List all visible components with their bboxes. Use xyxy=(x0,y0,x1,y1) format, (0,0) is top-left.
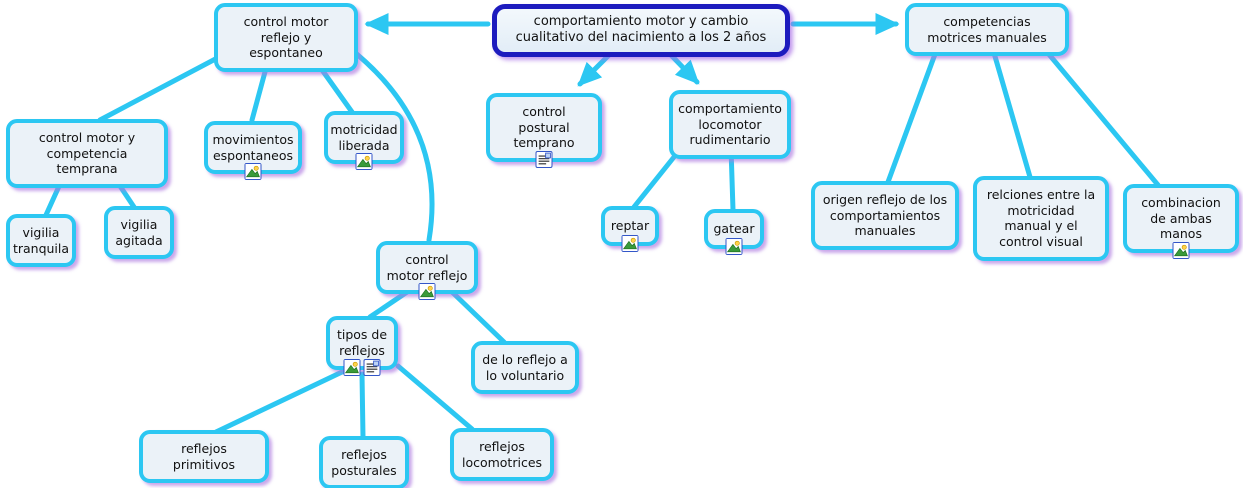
concept-node-root[interactable]: comportamiento motor y cambio cualitativ… xyxy=(492,4,790,57)
concept-node-control-motor-reflejo-espontaneo[interactable]: control motor reflejo y espontaneo xyxy=(214,3,358,72)
node-label: reflejos primitivos xyxy=(172,441,236,472)
node-label: tipos de reflejos xyxy=(336,327,388,358)
resource-icons xyxy=(355,153,373,171)
node-label: control motor reflejo y espontaneo xyxy=(243,14,329,61)
concept-node-de-lo-reflejo-a-lo-voluntario[interactable]: de lo reflejo a lo voluntario xyxy=(471,341,579,395)
concept-node-vigilia-agitada[interactable]: vigilia agitada xyxy=(104,206,174,260)
node-label: comportamiento locomotor rudimentario xyxy=(678,101,782,148)
node-label: de lo reflejo a lo voluntario xyxy=(482,352,568,383)
concept-node-motricidad-liberada[interactable]: motricidad liberada xyxy=(324,111,404,171)
concept-node-control-postural-temprano[interactable]: control postural temprano xyxy=(486,93,602,168)
node-label: comportamiento motor y cambio cualitativ… xyxy=(515,14,767,46)
node-label: reptar xyxy=(610,218,650,234)
image-resource-icon[interactable] xyxy=(1172,241,1190,259)
concept-node-competencias-motrices-manuales[interactable]: competencias motrices manuales xyxy=(905,3,1069,57)
concept-node-control-motor-reflejo[interactable]: control motor reflejo xyxy=(376,241,478,301)
concept-node-tipos-de-reflejos[interactable]: tipos de reflejos xyxy=(326,316,398,376)
concept-node-control-motor-competencia-temprana[interactable]: control motor y competencia temprana xyxy=(6,119,168,188)
node-label: reflejos posturales xyxy=(331,447,397,478)
node-label: vigilia agitada xyxy=(115,217,163,248)
concept-node-reptar[interactable]: reptar xyxy=(601,206,659,252)
resource-icons xyxy=(343,359,381,376)
image-resource-icon[interactable] xyxy=(621,235,639,252)
node-label: origen reflejo de los comportamientos ma… xyxy=(822,192,948,239)
node-label: vigilia tranquila xyxy=(12,225,70,256)
concept-node-origen-reflejo-comportamientos-manuales[interactable]: origen reflejo de los comportamientos ma… xyxy=(811,181,959,250)
node-label: control postural temprano xyxy=(513,104,575,151)
concept-node-movimientos-espontaneos[interactable]: movimientos espontaneos xyxy=(204,121,302,181)
resource-icons xyxy=(535,150,553,168)
resource-icons xyxy=(1172,241,1190,259)
concept-node-vigilia-tranquila[interactable]: vigilia tranquila xyxy=(6,214,76,268)
concept-node-reflejos-locomotrices[interactable]: reflejos locomotrices xyxy=(450,428,554,482)
resource-icons xyxy=(725,238,743,255)
concept-node-relaciones-motricidad-control-visual[interactable]: relciones entre la motricidad manual y e… xyxy=(973,176,1109,261)
document-resource-icon[interactable] xyxy=(535,150,553,168)
node-label: combinacion de ambas manos xyxy=(1141,195,1221,242)
resource-icons xyxy=(621,235,639,252)
node-label: control motor y competencia temprana xyxy=(38,130,136,177)
image-resource-icon[interactable] xyxy=(343,359,361,376)
node-label: relciones entre la motricidad manual y e… xyxy=(986,187,1096,249)
node-label: motricidad liberada xyxy=(330,122,398,153)
concept-node-reflejos-posturales[interactable]: reflejos posturales xyxy=(319,436,409,488)
node-label: control motor reflejo xyxy=(386,252,468,283)
concept-node-gatear[interactable]: gatear xyxy=(704,209,764,255)
document-resource-icon[interactable] xyxy=(363,359,381,376)
concept-node-reflejos-primitivos[interactable]: reflejos primitivos xyxy=(139,430,269,484)
image-resource-icon[interactable] xyxy=(418,283,436,301)
concept-node-combinacion-de-ambas-manos[interactable]: combinacion de ambas manos xyxy=(1123,184,1239,259)
node-label: reflejos locomotrices xyxy=(461,439,543,470)
node-label: competencias motrices manuales xyxy=(927,14,1047,45)
image-resource-icon[interactable] xyxy=(244,163,262,181)
node-label: gatear xyxy=(713,221,755,237)
image-resource-icon[interactable] xyxy=(355,153,373,171)
resource-icons xyxy=(418,283,436,301)
resource-icons xyxy=(244,163,262,181)
image-resource-icon[interactable] xyxy=(725,238,743,255)
node-label: movimientos espontaneos xyxy=(212,132,294,163)
concept-node-comportamiento-locomotor-rudimentario[interactable]: comportamiento locomotor rudimentario xyxy=(669,90,791,159)
